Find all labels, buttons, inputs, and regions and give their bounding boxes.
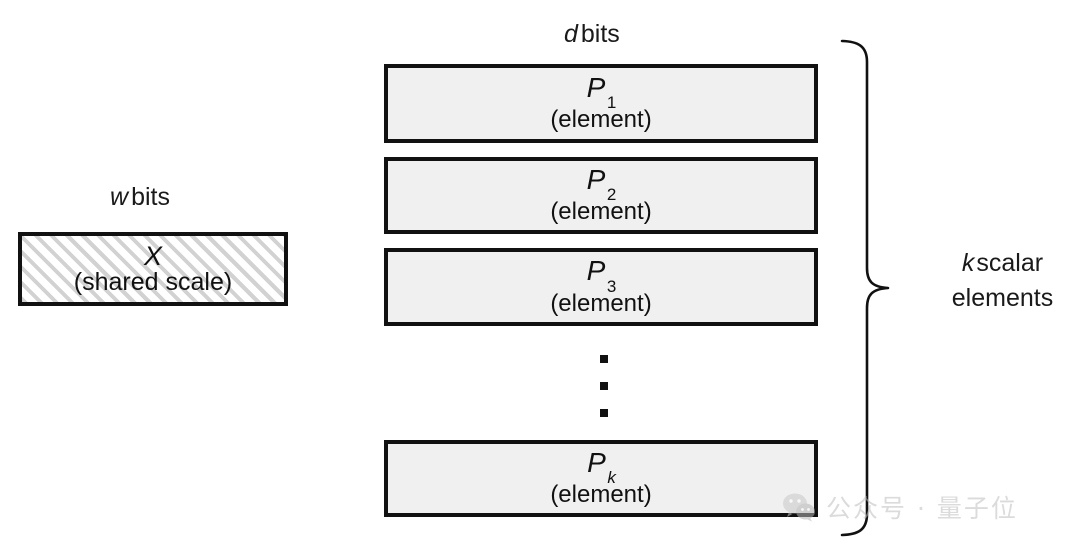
brace-label-symbol: k — [961, 249, 975, 277]
element-symbol-subscript: 1 — [606, 93, 617, 113]
element-symbol-subscript: k — [607, 468, 616, 488]
element-width-symbol: d — [564, 20, 578, 48]
element-block-k-description: (element) — [550, 481, 652, 509]
element-symbol-letter: P — [587, 446, 607, 478]
element-symbol-letter: P — [586, 163, 606, 195]
curly-brace-icon — [840, 39, 890, 537]
element-block-2: P2 (element) — [384, 157, 818, 234]
element-symbol-letter: P — [586, 71, 606, 103]
element-block-k: Pk (element) — [384, 440, 818, 517]
element-block-2-description: (element) — [550, 198, 652, 226]
element-block-2-symbol: P2 — [586, 163, 617, 203]
brace-label-line-1: kscalar — [930, 246, 1075, 281]
element-symbol-subscript: 3 — [606, 276, 617, 296]
element-block-k-symbol: Pk — [587, 446, 616, 486]
element-block-1-description: (element) — [550, 106, 652, 134]
shared-scale-symbol: X — [143, 241, 162, 272]
element-block-3: P3 (element) — [384, 248, 818, 326]
vertical-ellipsis-icon — [597, 355, 611, 417]
brace-label-line-1-text: scalar — [976, 249, 1044, 277]
ellipsis-dot — [600, 409, 608, 417]
shared-scale-description: (shared scale) — [73, 267, 233, 296]
element-block-1-symbol: P1 — [586, 71, 617, 111]
element-symbol-letter: P — [586, 255, 606, 287]
brace-label-line-2: elements — [951, 283, 1054, 312]
element-block-3-symbol: P3 — [586, 255, 617, 295]
element-width-unit: bits — [580, 20, 620, 48]
ellipsis-dot — [600, 382, 608, 390]
scale-width-unit: bits — [131, 183, 170, 211]
brace-label: kscalar elements — [930, 246, 1075, 315]
element-block-1: P1 (element) — [384, 64, 818, 143]
element-block-3-description: (element) — [550, 289, 652, 317]
group-brace — [838, 38, 902, 538]
element-symbol-subscript: 2 — [606, 185, 617, 205]
shared-scale-block: X (shared scale) — [18, 232, 288, 306]
ellipsis-dot — [600, 355, 608, 363]
scale-width-symbol: w — [110, 183, 129, 211]
